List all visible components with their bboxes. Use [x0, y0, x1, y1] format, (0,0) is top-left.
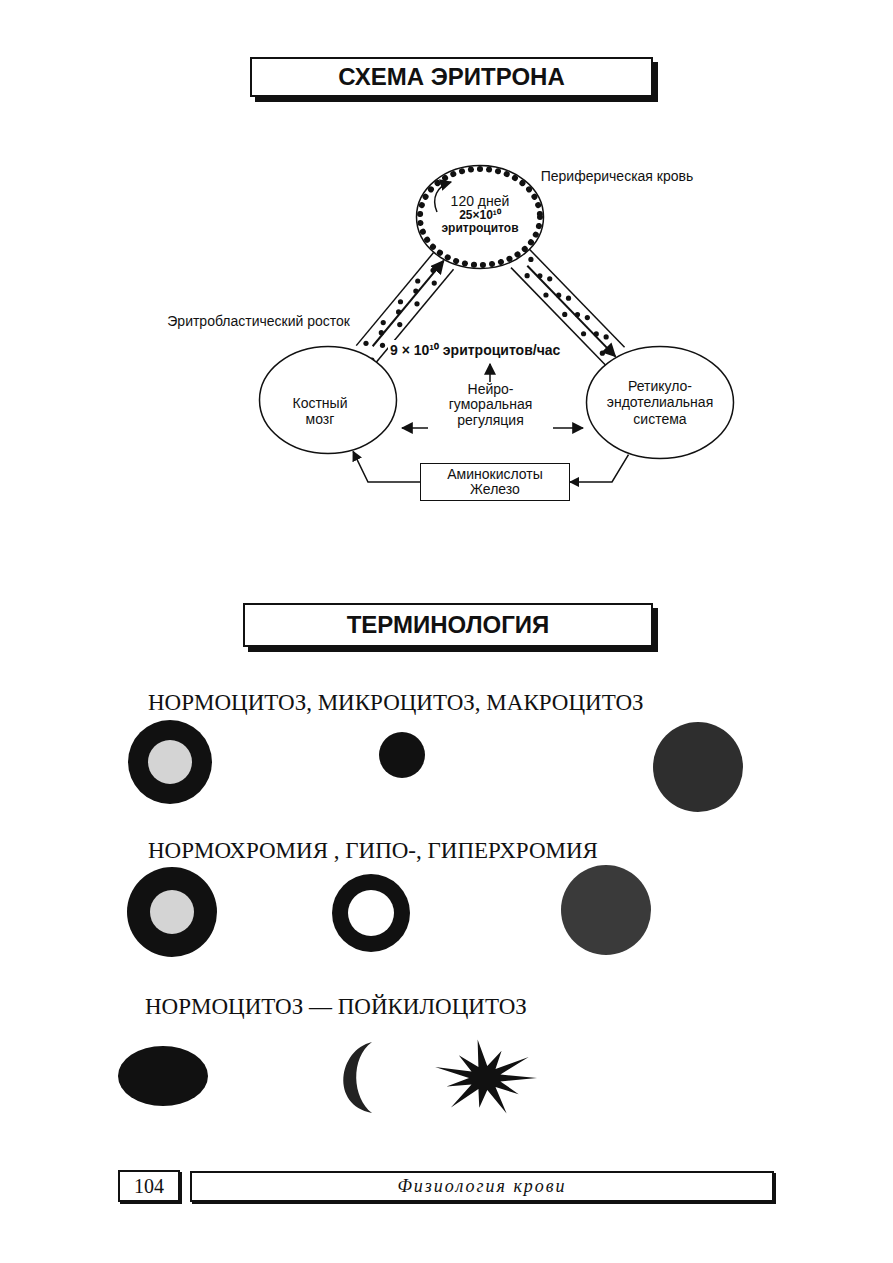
node-text: Костный мозг [285, 395, 355, 427]
reticuloendothelial-ellipse: Ретикуло- эндотелиальная система [585, 345, 735, 460]
structure-label: Эритробластический росток [160, 313, 350, 329]
section-heading-box: ТЕРМИНОЛОГИЯ [243, 603, 653, 647]
cell-dot [562, 312, 567, 317]
flow-arrow [570, 455, 629, 482]
bone-marrow-ellipse: Костный мозг [258, 345, 398, 455]
blood-cell-dots [420, 169, 540, 265]
normocyte-center [148, 740, 192, 784]
term-heading: НОРМОЦИТОЗ — ПОЙКИЛОЦИТОЗ [145, 994, 527, 1020]
cell-dot [566, 296, 571, 301]
connector [353, 451, 420, 482]
cell-dot [381, 320, 386, 325]
cycle-arrow [435, 182, 451, 212]
cell-dot [543, 292, 548, 297]
cell-dot [363, 341, 368, 346]
hyperchromic-cell [561, 865, 651, 955]
footer-text: Физиология крови [397, 1176, 566, 1197]
cell-dot [414, 301, 419, 306]
nutrient-box: Аминокислоты Железо [420, 463, 570, 501]
band-edge [530, 250, 625, 348]
outline [260, 347, 397, 454]
normocyte [128, 720, 212, 804]
hypochromic-center [348, 890, 394, 936]
normochromic-center [150, 890, 194, 934]
rate-label: 9 × 10¹⁰ эритроцитов/час [388, 340, 562, 359]
term-heading: НОРМОЦИТОЗ, МИКРОЦИТОЗ, МАКРОЦИТОЗ [148, 690, 644, 716]
cell-dot [581, 331, 586, 336]
node-text: Ретикуло- эндотелиальная система [600, 378, 720, 426]
macrocyte [653, 722, 743, 812]
node-text: 120 дней [451, 193, 510, 209]
node-text: Аминокислоты Железо [445, 467, 545, 498]
cell-dot [397, 322, 402, 327]
connector [570, 455, 629, 482]
footer-box: Физиология крови [190, 1171, 774, 1202]
hypochromic-cell [332, 874, 410, 952]
regulation-arrow [489, 364, 491, 382]
cell-dot [600, 351, 605, 356]
node-heading: Периферическая кровь [539, 168, 695, 184]
cell-dot [604, 334, 609, 339]
regulation-arrow [402, 427, 428, 429]
outline [587, 347, 734, 459]
node-text: 25×10¹⁰ эритроцитов [438, 209, 522, 235]
cell-dot [380, 343, 385, 348]
cell-dot [525, 273, 530, 278]
outline [417, 166, 544, 269]
microcyte [379, 732, 425, 778]
regulation-arrow [553, 427, 583, 429]
regulation-label: Нейро- гуморальная регуляция [432, 382, 549, 428]
band-edge [356, 253, 433, 346]
page-number: 104 [134, 1175, 164, 1198]
term-heading: НОРМОХРОМИЯ , ГИПО-, ГИПЕРХРОМИЯ [148, 838, 598, 864]
cell-dot [528, 257, 533, 262]
cell-dot [415, 278, 420, 283]
normochromic-cell [127, 867, 217, 957]
cell-dot [432, 280, 437, 285]
flow-arrow [373, 261, 444, 346]
cell-dot [398, 299, 403, 304]
title-box: СХЕМА ЭРИТРОНА [250, 57, 653, 97]
node-text: ТЕРМИНОЛОГИЯ [347, 611, 550, 639]
star-cell [435, 1039, 537, 1113]
flow-arrow [353, 451, 420, 482]
cell-dot [547, 276, 552, 281]
cell-dot [585, 315, 590, 320]
title-text: СХЕМА ЭРИТРОНА [338, 63, 564, 91]
peripheral-blood-circle: Периферическая кровь120 дней25×10¹⁰ эрит… [415, 164, 545, 270]
page-number-box: 104 [118, 1170, 180, 1202]
oval-cell [118, 1046, 208, 1106]
crescent-cell [343, 1042, 372, 1113]
